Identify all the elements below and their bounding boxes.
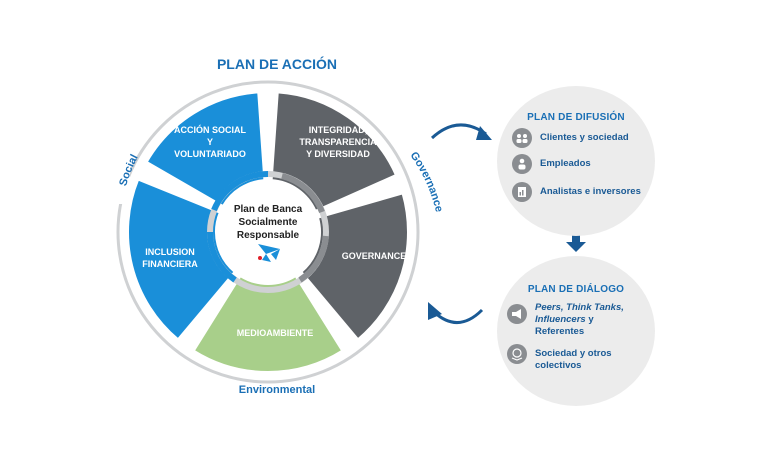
segment-integridad-line-3: Y DIVERSIDAD: [306, 149, 370, 159]
segment-governance-label: GOVERNANCE: [342, 251, 407, 261]
center-circle: [218, 182, 318, 282]
dialogo-item-2: Sociedad y otros colectivos: [507, 344, 612, 372]
dialogo-item-1: Peers, Think Tanks, Influencers y Refere…: [507, 302, 624, 338]
dialogo-item-1-line-3: Referentes: [535, 326, 585, 337]
difusion-item-3-label: Analistas e inversores: [540, 186, 641, 197]
people-group-icon: [512, 128, 532, 148]
difusion-item-2: Empleados: [512, 154, 591, 174]
difusion-item-3: Analistas e inversores: [512, 182, 641, 202]
arc-label-environmental: Environmental: [239, 384, 315, 396]
handshake-globe-icon: [507, 344, 527, 364]
dialogo-item-1-label: Peers, Think Tanks, Influencers y Refere…: [535, 302, 624, 338]
center-line-2: Socialmente: [239, 217, 298, 228]
segment-integridad: [270, 91, 398, 213]
dialogo-title: PLAN DE DIÁLOGO: [527, 284, 625, 295]
caixabank-star-logo: [258, 244, 280, 262]
main-title: PLAN DE ACCIÓN: [217, 55, 337, 72]
employees-icon: [512, 154, 532, 174]
difusion-title: PLAN DE DIFUSIÓN: [527, 112, 625, 123]
megaphone-icon: [507, 304, 527, 324]
segment-inclusion-line-1: INCLUSION: [145, 247, 195, 257]
outer-ring: [116, 80, 420, 384]
segment-inclusion: [127, 178, 236, 341]
inner-ring-blue-left: [206, 231, 237, 283]
segment-medioambiente-label: MEDIOAMBIENTE: [237, 328, 314, 338]
difusion-item-1-label: Clientes y sociedad: [540, 132, 629, 143]
document-chart-icon: [512, 182, 532, 202]
center-line-3: Responsable: [237, 230, 300, 241]
segment-accion-social-line-1: ACCIÓN SOCIAL: [174, 124, 247, 135]
segment-accion-social-line-2: Y: [207, 137, 213, 147]
inner-ring-gray-right: [298, 235, 329, 283]
segment-inclusion-line-2: FINANCIERA: [142, 259, 198, 269]
difusion-item-1: Clientes y sociedad: [512, 128, 629, 148]
dialogo-item-1-line-1: Peers, Think Tanks,: [535, 302, 624, 313]
center-line-1: Plan de Banca: [234, 204, 303, 215]
dialogo-item-1-line-2: Influencers: [535, 314, 586, 325]
dialogo-item-2-line-2: colectivos: [535, 360, 582, 371]
dialogo-item-1-line-2b: y: [585, 314, 594, 325]
arrow-down: [566, 234, 586, 252]
segment-integridad-line-1: INTEGRIDAD,: [309, 125, 368, 135]
inner-ring-gray-top: [281, 173, 325, 214]
segment-accion-social: [145, 91, 266, 208]
difusion-panel: PLAN DE DIFUSIÓN Clientes y sociedad Emp…: [497, 86, 655, 236]
segment-medioambiente: [192, 274, 344, 373]
arrow-from-dialogo: [428, 302, 484, 324]
dialogo-panel: PLAN DE DIÁLOGO Peers, Think Tanks, Infl…: [497, 256, 655, 406]
segment-integridad-line-2: TRANSPARENCIA: [299, 137, 377, 147]
dialogo-item-2-label: Sociedad y otros colectivos: [535, 348, 612, 372]
arc-label-governance: Governance: [408, 150, 445, 213]
inner-ring-blue-top: [211, 170, 269, 212]
difusion-item-2-label: Empleados: [540, 158, 591, 169]
dialogo-item-2-line-1: Sociedad y otros: [535, 348, 612, 359]
arrow-to-difusion: [430, 123, 492, 140]
segment-accion-social-line-3: VOLUNTARIADO: [174, 149, 246, 159]
ring-gap-social: [100, 160, 130, 204]
